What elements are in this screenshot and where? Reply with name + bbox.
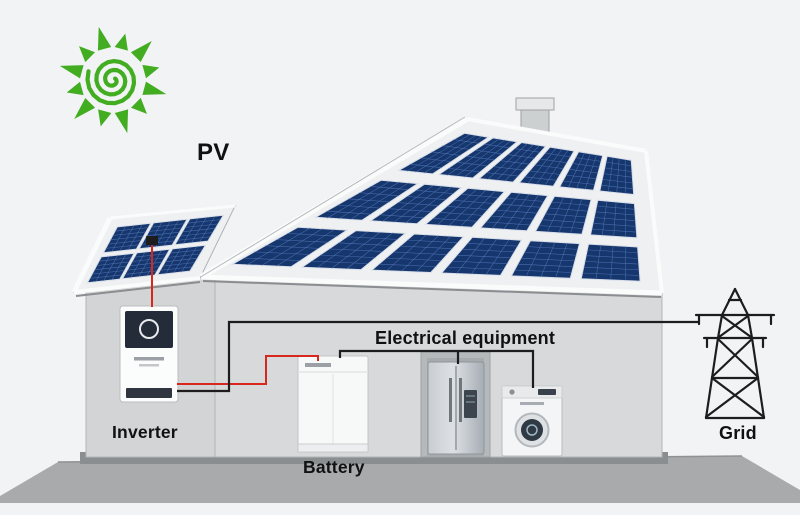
wire-inverter-to-battery (177, 355, 319, 385)
washing-machine-icon (501, 385, 563, 457)
wiring (146, 236, 699, 393)
fridge-display (464, 390, 477, 418)
refrigerator-icon (427, 361, 485, 455)
inverter-label: Inverter (112, 422, 178, 442)
wire-battery-to-appliances (338, 349, 535, 388)
washer-knob (509, 389, 515, 395)
wire-inverter-to-grid (177, 320, 699, 393)
pv-panel-array-main (230, 132, 641, 282)
pv-label: PV (197, 139, 230, 166)
grid-tower-icon (694, 287, 776, 420)
battery-label: Battery (303, 457, 365, 477)
inverter-vent (126, 388, 172, 398)
pv-junction-box (146, 236, 158, 245)
inverter-logo-ring (139, 319, 159, 339)
sun-icon (59, 26, 167, 134)
inverter-unit (119, 305, 179, 403)
inverter-display (125, 311, 173, 348)
washer-display (538, 389, 556, 395)
ground (0, 456, 800, 503)
electrical-equipment-label: Electrical equipment (375, 328, 556, 348)
battery-unit (297, 355, 369, 453)
roof-trim (71, 116, 664, 298)
grid-label: Grid (719, 423, 757, 443)
